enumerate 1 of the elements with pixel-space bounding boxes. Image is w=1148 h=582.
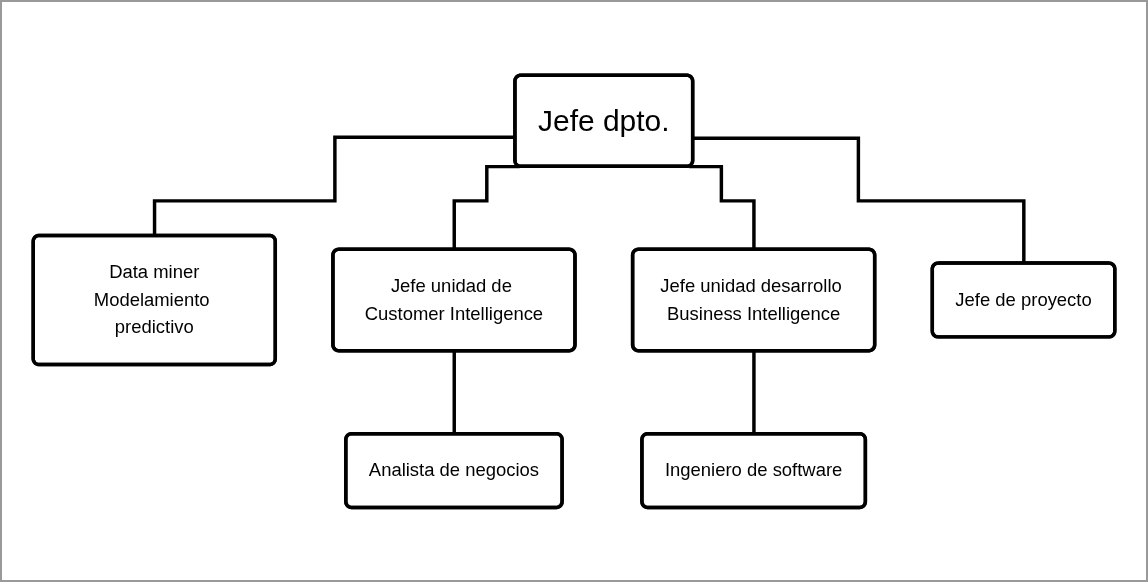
org-chart: Jefe dpto. Data miner Modelamiento predictivo Jefe unidad de Customer Intelligence Jefe unidad desarrollo Business Intelligence Jefe de proyecto Analista de negocios Ingeniero de software <box>24 65 1124 517</box>
